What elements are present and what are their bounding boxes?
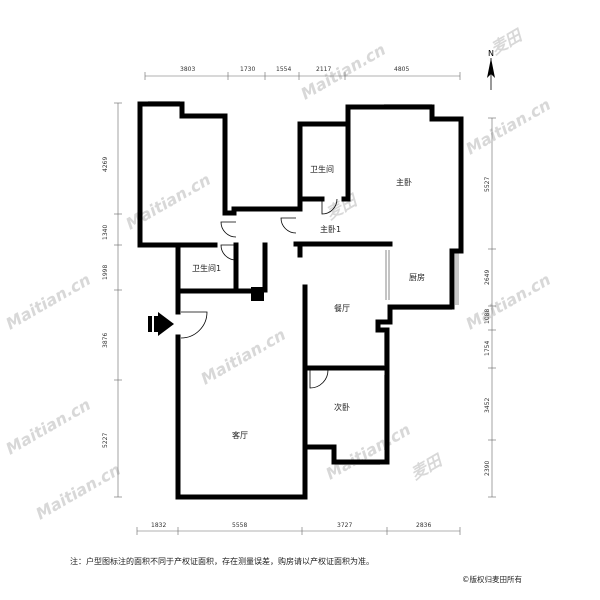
door-bathroom (321, 198, 338, 215)
room-label-master-bedroom: 主卧 (396, 177, 412, 187)
dim-top-4: 2117 (316, 66, 331, 73)
dim-right-3: 1088 (484, 309, 491, 324)
room-label-master-bedroom-1: 主卧1 (320, 224, 341, 234)
bottom-dimensions (136, 527, 461, 535)
dim-bottom-4: 2836 (416, 522, 431, 529)
door-bedroom-left (220, 221, 237, 238)
dim-left-1: 4269 (102, 157, 109, 172)
room-label-bathroom-1: 卫生间1 (192, 263, 221, 273)
dim-right-4: 1754 (484, 341, 491, 356)
walls (137, 101, 464, 500)
watermark-brand: 麦田 (323, 190, 363, 224)
watermark: Maitian.cn (3, 395, 94, 459)
dim-left-3: 1998 (102, 265, 109, 280)
room-label-kitchen: 厨房 (409, 272, 425, 282)
watermark: Maitian.cn (198, 325, 289, 389)
doors (180, 198, 338, 389)
dim-right-1: 5527 (484, 177, 491, 192)
kitchen-sliding-door (385, 250, 390, 300)
watermark: Maitian.cn (33, 460, 124, 524)
top-dimensions (144, 72, 461, 80)
door-entrance (180, 311, 208, 339)
watermark: Maitian.cn (3, 270, 94, 334)
dim-right-2: 2649 (484, 270, 491, 285)
room-label-dining: 餐厅 (334, 304, 350, 313)
entrance-arrow-icon (148, 312, 174, 336)
watermark-layer: Maitian.cn 麦田 Maitian.cn 麦田 Maitian.cn M… (3, 25, 554, 524)
right-dimensions (488, 117, 496, 498)
compass-north-label: N (488, 49, 494, 58)
door-second-bedroom (309, 369, 329, 389)
dim-right-6: 2390 (484, 461, 491, 476)
room-label-bathroom: 卫生间 (310, 164, 334, 174)
room-label-second-bedroom: 次卧 (334, 402, 350, 412)
compass: N (487, 49, 495, 90)
watermark: Maitian.cn (298, 40, 389, 104)
dim-left-4: 3876 (102, 333, 109, 348)
dim-bottom-3: 3727 (337, 522, 352, 529)
dim-top-3: 1554 (276, 66, 291, 73)
watermark: Maitian.cn (463, 95, 554, 159)
structural-column (251, 287, 264, 301)
dim-top-5: 4805 (394, 66, 409, 73)
dim-right-5: 3452 (484, 398, 491, 413)
watermark-brand: 麦田 (408, 450, 448, 484)
dim-left-5: 5227 (102, 433, 109, 448)
dim-top-2: 1730 (240, 66, 255, 73)
door-master-bedroom (280, 217, 297, 234)
dim-bottom-1: 1832 (151, 522, 166, 529)
watermark: Maitian.cn (463, 270, 554, 334)
dim-top-1: 3803 (180, 66, 195, 73)
copyright-notice: ©版权归麦田所有 (462, 575, 522, 584)
left-dimensions (114, 102, 122, 498)
watermark: Maitian.cn (123, 170, 214, 234)
room-label-living-room: 客厅 (232, 430, 248, 440)
dim-left-2: 1340 (102, 225, 109, 240)
door-bathroom-1 (220, 244, 237, 261)
dim-bottom-2: 5558 (232, 522, 247, 529)
footer-disclaimer: 注：户型图标注的面积不同于产权证面积，存在测量误差，购房请以产权证面积为准。 (70, 557, 374, 566)
